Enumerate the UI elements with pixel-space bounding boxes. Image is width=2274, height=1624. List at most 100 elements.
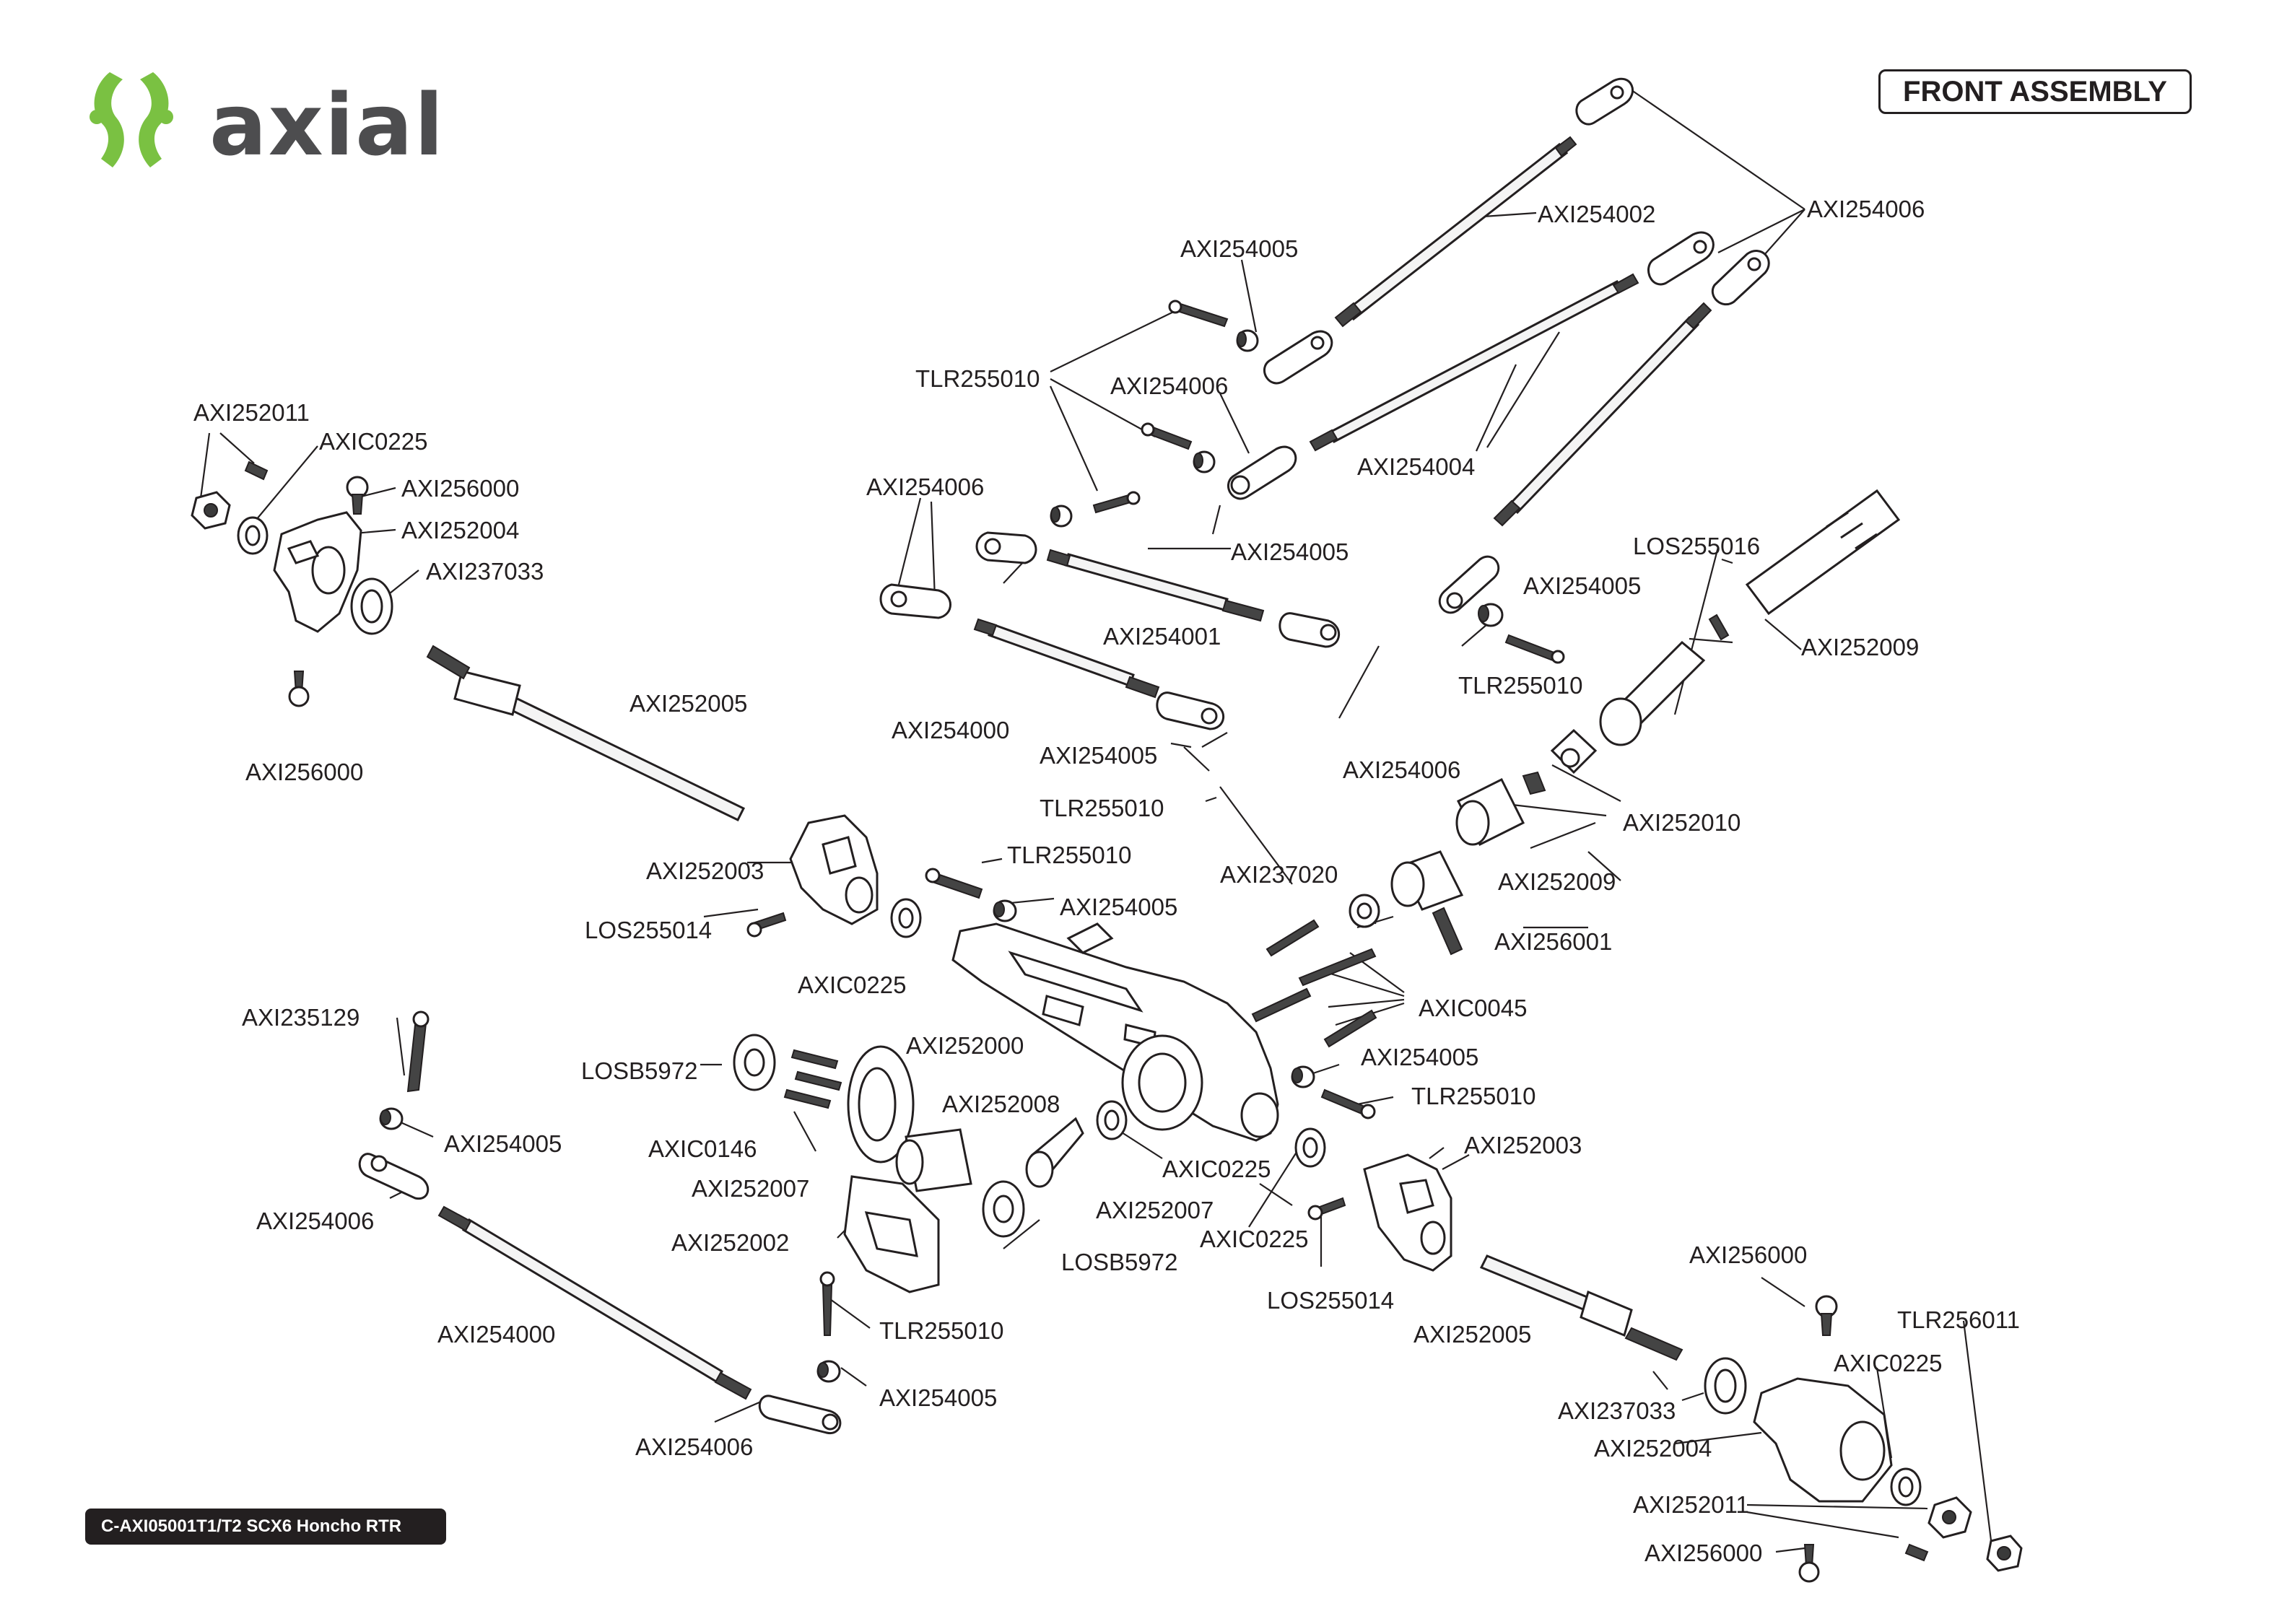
callout-axi256000-left-bottom: AXI256000 [245, 759, 364, 785]
locker-axi252008 [895, 1128, 972, 1192]
c-hub-axi252003-right [1363, 1153, 1452, 1272]
pin-axi252010 [1522, 771, 1546, 795]
callout-axi254002: AXI254002 [1538, 201, 1656, 227]
callout-axic0045: AXIC0045 [1419, 995, 1528, 1021]
callout-tlr255010-axle: TLR255010 [1007, 842, 1132, 868]
nut-tlr256011 [1986, 1534, 2023, 1572]
callout-axi254006-left: AXI254006 [866, 473, 985, 500]
callout-axi254000-bottom: AXI254000 [437, 1321, 556, 1348]
upper-link-axi254004-a [1309, 273, 1639, 452]
rod-end-axi254006-right-a [1278, 612, 1341, 648]
pivot-ball-axi254005-mid [1193, 450, 1216, 473]
screw-los255016 [1708, 614, 1730, 641]
bearing-axic0225-bearing [1294, 1127, 1326, 1168]
axle-housing-axi252000 [951, 922, 1279, 1142]
callout-axi252004-right: AXI252004 [1594, 1435, 1712, 1462]
callout-axic0225-diff: AXIC0225 [1162, 1156, 1271, 1182]
yoke-axi252010-a [1455, 777, 1525, 847]
callout-axic0146: AXIC0146 [648, 1135, 757, 1162]
pivot-ball-axi254005-bottom [816, 1360, 841, 1383]
diff-cover-axi252002 [843, 1175, 940, 1293]
bolt-axic0045-b [1298, 948, 1377, 987]
screw-tlr255010-top [1168, 300, 1229, 328]
callout-axic0225-left: AXIC0225 [319, 428, 428, 455]
callout-axi254005-lower: AXI254005 [444, 1130, 562, 1157]
callout-axi252007-right: AXI252007 [1096, 1197, 1214, 1223]
bolt-axic0045-d [1323, 1009, 1377, 1048]
callout-axi235129: AXI235129 [242, 1004, 360, 1031]
pivot-ball-axi254005-top [1236, 329, 1259, 352]
pivot-ball-axi254005-housing [1291, 1065, 1315, 1088]
rod-end-mid-a [1263, 330, 1333, 385]
upper-link-axi254002 [1334, 136, 1577, 328]
screw-tlr255010-housing [1320, 1088, 1376, 1119]
rod-end-top-a [1575, 77, 1634, 126]
callout-axi252004-left: AXI252004 [401, 517, 520, 543]
splined-shaft-axi252009 [1745, 489, 1901, 616]
pinion-axi252007 [1025, 1117, 1084, 1188]
screw-tlr255010-cover [819, 1271, 835, 1336]
axial-logo: axial [90, 72, 445, 175]
ring-gear-axi252007 [847, 1045, 915, 1164]
callout-axi254006-center: AXI254006 [1343, 756, 1461, 783]
callout-axi254006-lower: AXI254006 [256, 1208, 375, 1234]
axial-logo-wordmark: axial [209, 75, 445, 175]
callout-los255014-right: LOS255014 [1267, 1287, 1395, 1314]
seal-axi237033-right [1704, 1357, 1747, 1415]
link-axi254000-bottom [437, 1205, 752, 1400]
rod-end-top-c [1711, 250, 1770, 306]
seal-axi237033-left [350, 577, 393, 635]
callout-axi252005-left: AXI252005 [630, 690, 748, 717]
bearing-losb5972-right [982, 1180, 1025, 1238]
screw-axi256000-right-top [1815, 1295, 1838, 1336]
callout-axi254005-center: AXI254005 [1040, 742, 1158, 769]
callout-axi256001: AXI256001 [1494, 928, 1613, 955]
callout-axi254005-mid: AXI254005 [1231, 538, 1349, 565]
rod-end-axi254006-bottom [758, 1394, 842, 1435]
bearing-axic0225-knuckle [890, 898, 922, 938]
callout-axi237020: AXI237020 [1220, 861, 1338, 888]
screw-los255014-right [1307, 1197, 1346, 1221]
shaft-axi252009-mid [1390, 850, 1464, 911]
callout-axi237033-left: AXI237033 [426, 558, 544, 585]
bolt-axic0045-c [1251, 987, 1312, 1023]
screw-axi256001 [1432, 907, 1463, 956]
screw-tlr255010-axle [925, 868, 983, 899]
callout-axi252010: AXI252010 [1623, 809, 1741, 836]
callout-axi254001: AXI254001 [1103, 623, 1221, 650]
callout-axic0225-bearing: AXIC0225 [1200, 1226, 1309, 1252]
callout-axi254005-axle: AXI254005 [1060, 894, 1178, 920]
callout-tlr255010-top: TLR255010 [915, 365, 1040, 392]
callout-axi254004: AXI254004 [1357, 453, 1476, 480]
screw-tlr255010-mid-b [1092, 491, 1141, 514]
pivot-ball-axi254005-axle [993, 899, 1017, 922]
callout-axi252009-mid: AXI252009 [1498, 868, 1616, 895]
yoke-axi252010-b [1550, 728, 1598, 774]
callout-losb5972-right: LOSB5972 [1061, 1249, 1178, 1275]
callout-los255014-left: LOS255014 [585, 917, 713, 943]
callout-axi252003-right: AXI252003 [1464, 1132, 1582, 1158]
callout-tlr255010-cover: TLR255010 [879, 1317, 1004, 1344]
callout-axi252011-right: AXI252011 [1633, 1491, 1749, 1518]
knuckle-axi252004-left [273, 511, 362, 633]
callout-axi254005-right: AXI254005 [1523, 572, 1642, 599]
callout-axi254005-housing: AXI254005 [1361, 1044, 1479, 1070]
bolt-axic0045-a [1265, 919, 1320, 957]
bearing-axic0225-right [1890, 1467, 1922, 1506]
link-axi254001 [1046, 549, 1265, 622]
c-hub-axi252003-left [789, 814, 879, 925]
rod-end-axi254006-right-b [1156, 691, 1225, 730]
callout-tlr255010-right: TLR255010 [1458, 672, 1583, 699]
callout-axi254006-bottom: AXI254006 [635, 1433, 754, 1460]
screw-tlr255010-mid [1141, 422, 1193, 450]
bearing-losb5972-left [733, 1034, 776, 1091]
rod-end-mid-b [1227, 445, 1297, 500]
callout-axi256000-right-top: AXI256000 [1689, 1241, 1808, 1268]
pivot-ball-axi254005-mid-b [1050, 505, 1073, 528]
screw-los255014-left [746, 912, 787, 938]
callout-axi252009-top: AXI252009 [1801, 634, 1920, 660]
callout-axi237033-right: AXI237033 [1558, 1397, 1676, 1424]
callout-axi256000-left-top: AXI256000 [401, 475, 520, 502]
